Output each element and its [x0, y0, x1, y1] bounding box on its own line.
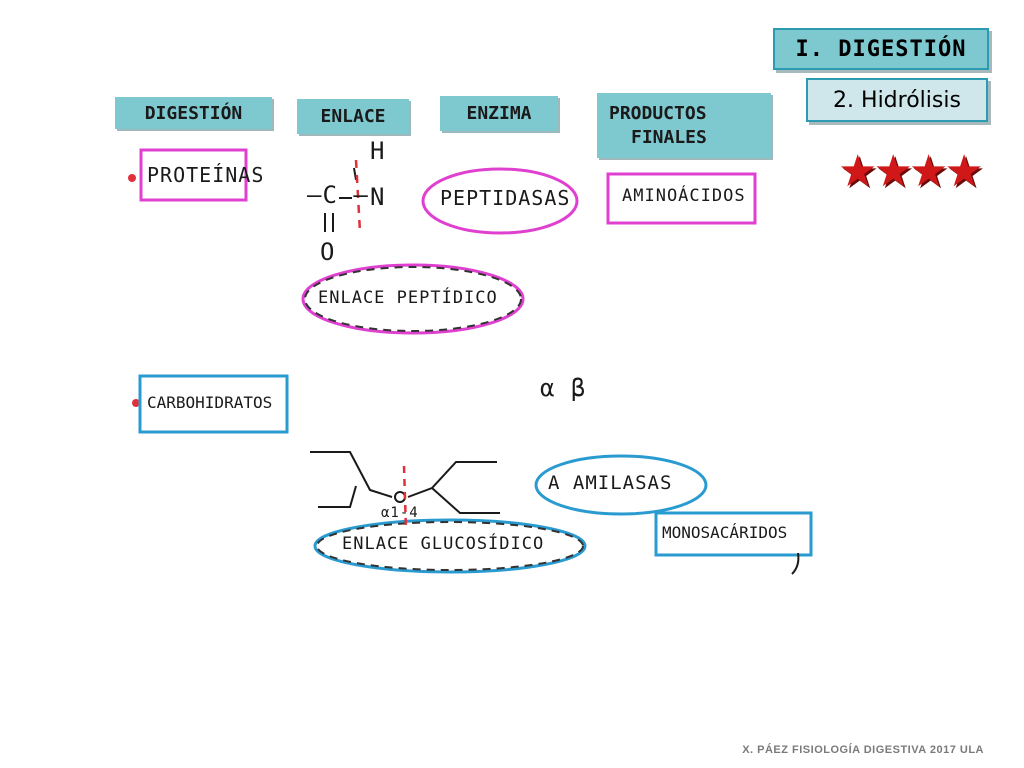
enlace-glucosidico-ellipse — [313, 518, 587, 574]
bond-c-label: –C – — [307, 181, 369, 209]
monosacaridos-box — [654, 511, 813, 557]
enlace-peptidico-dash — [304, 266, 522, 332]
enlace-peptidico-label: Enlace peptídico — [318, 288, 498, 308]
bullet-carbohidratos — [132, 399, 140, 407]
header-enlace: ENLACE — [297, 99, 409, 134]
enlace-glucosidico-dash — [316, 521, 584, 571]
cleavage-line-glucosidic — [402, 465, 408, 531]
bond-h-line — [353, 167, 357, 181]
monosacaridos-tail — [791, 552, 800, 575]
subsection-title: 2. Hidrólisis — [806, 78, 988, 122]
aminoacidos-label: Aminoácidos — [622, 186, 746, 206]
header-productos-finales: PRODUCTOS FINALES — [597, 93, 771, 158]
carbohidratos-label: Carbohidratos — [147, 393, 273, 412]
header-digestion: DIGESTIÓN — [115, 97, 272, 129]
peptidasas-ellipse — [421, 167, 579, 235]
bond-h-label: H — [370, 137, 386, 165]
amilasas-ellipse — [534, 454, 708, 516]
aminoacidos-box — [606, 172, 757, 225]
header-productos-line2: FINALES — [631, 126, 707, 148]
header-productos-line1: PRODUCTOS — [609, 102, 707, 124]
glycosidic-oxygen — [394, 491, 406, 503]
alpha-beta-label: α β — [540, 374, 587, 402]
glucose-ring-right-top — [407, 461, 497, 498]
bond-position-label: α1-4 — [381, 505, 419, 521]
enlace-peptidico-ellipse — [301, 263, 525, 335]
enlace-glucosidico-label: Enlace glucosídico — [342, 534, 545, 554]
peptidasas-label: Peptidasas — [440, 186, 571, 210]
bond-n-label: N — [370, 183, 386, 211]
cleavage-line-peptide — [354, 159, 362, 233]
bullet-proteinas — [128, 174, 136, 182]
section-title: I. DIGESTIÓN — [773, 28, 989, 70]
proteinas-label: Proteínas — [147, 163, 265, 187]
monosacaridos-label: Monosacáridos — [662, 523, 788, 542]
amilasas-label: α amilasas — [548, 472, 673, 494]
footer-credit: X. PÁEZ FISIOLOGÍA DIGESTIVA 2017 ULA — [742, 744, 984, 756]
header-enzima: ENZIMA — [440, 96, 558, 131]
stars-icon: ★★★★ — [838, 146, 984, 197]
proteinas-box — [139, 148, 248, 202]
glucose-ring-left-top — [310, 451, 393, 498]
glucose-ring-left-bottom — [318, 485, 357, 508]
glucose-ring-right-bottom — [431, 487, 500, 514]
carbohidratos-box — [138, 374, 289, 434]
bond-o-label: O — [320, 238, 336, 266]
